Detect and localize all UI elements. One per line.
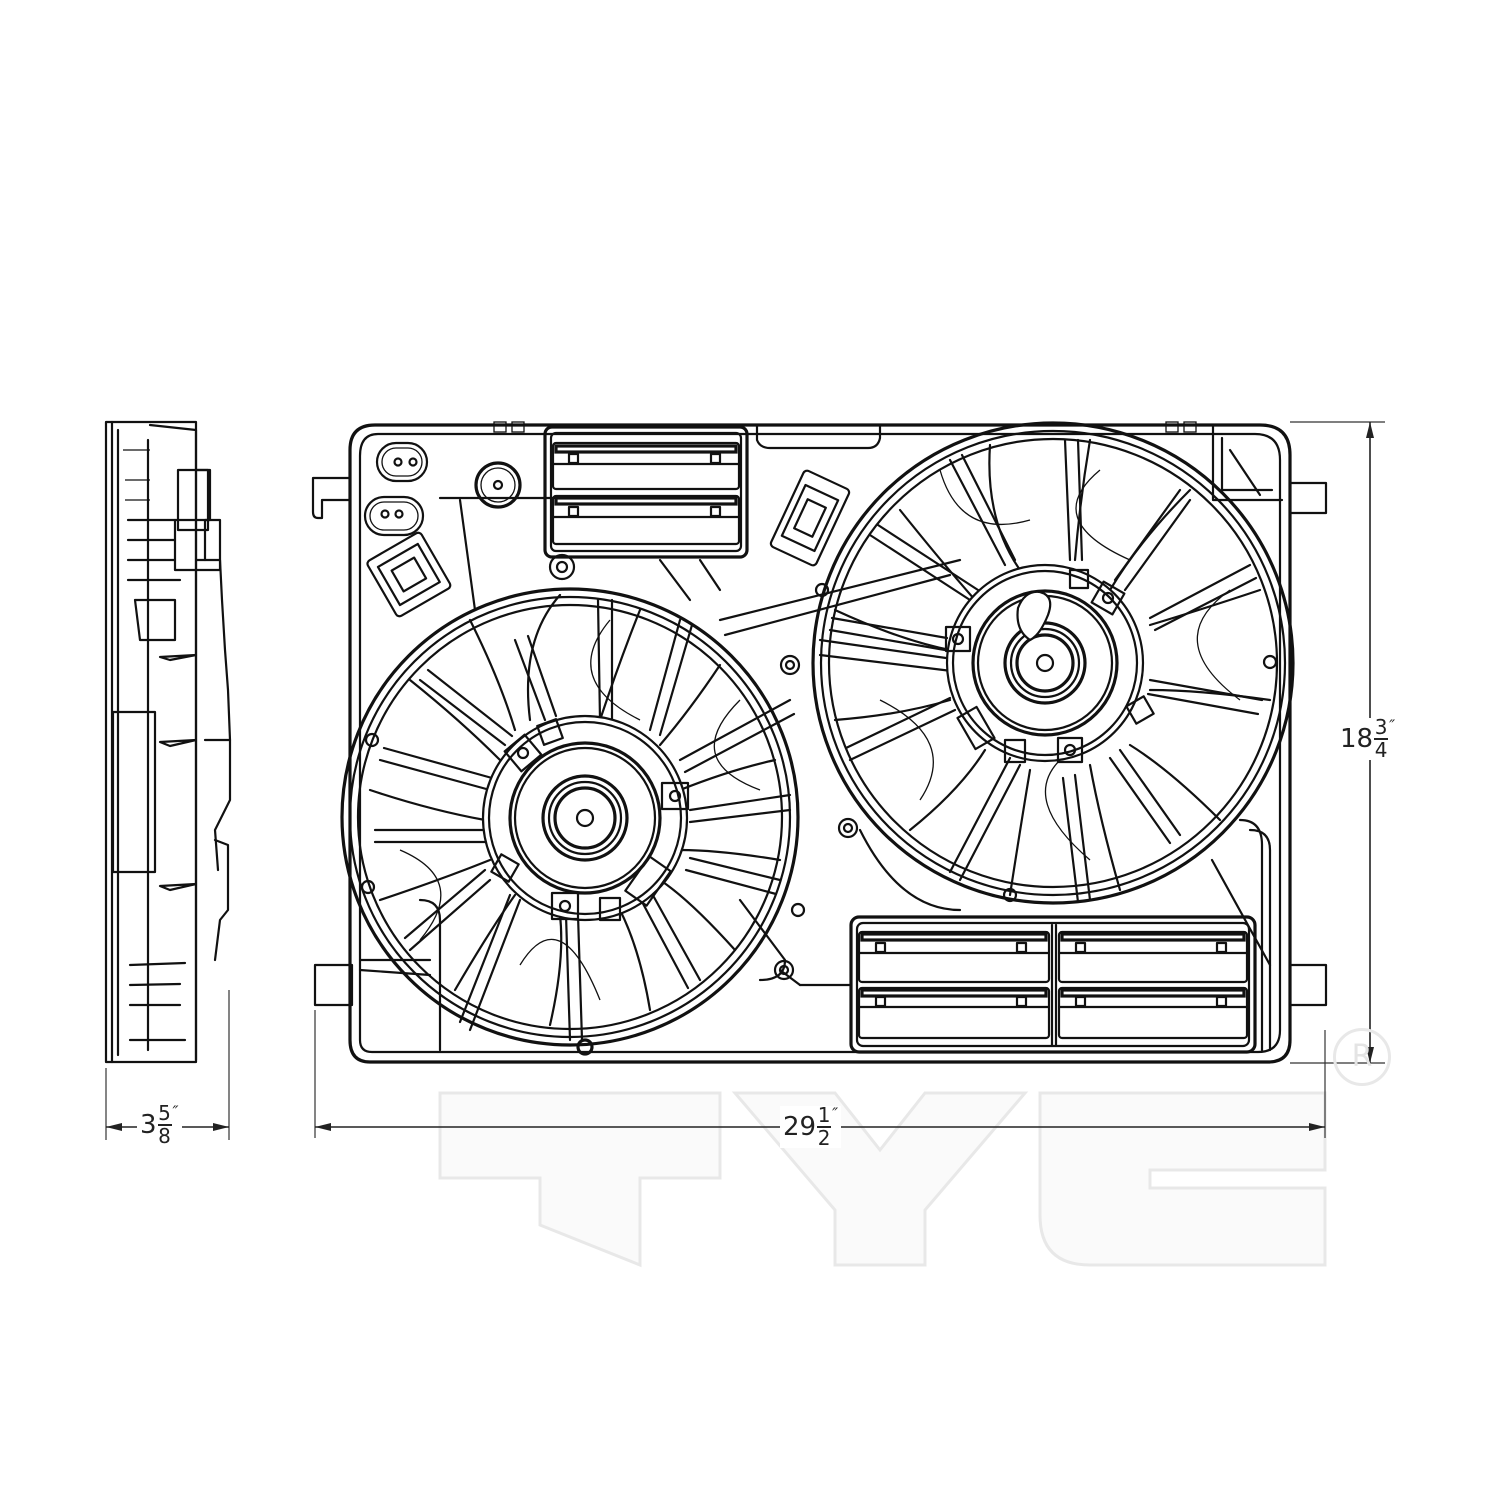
left-fan-hub-lugs	[490, 718, 690, 922]
right-fan	[811, 421, 1295, 905]
side-view	[104, 420, 232, 1064]
left-fan	[340, 587, 806, 1056]
bottom-vent-grille	[849, 915, 1257, 1054]
width-whole: 29	[783, 1111, 817, 1142]
right-fan-hub-lugs	[944, 568, 1155, 764]
left-fan-blades	[368, 593, 782, 1027]
tyc-watermark-logo	[438, 1091, 1327, 1268]
right-fan-spokes	[828, 438, 1264, 904]
depth-whole: 3	[140, 1109, 157, 1140]
registered-trademark-icon: R	[1333, 1028, 1391, 1086]
front-view-shroud	[311, 421, 1328, 1064]
left-fan-spokes	[373, 598, 796, 1042]
top-vent-grille	[543, 425, 749, 581]
height-whole: 18	[1340, 723, 1374, 754]
electrical-connectors	[363, 441, 851, 618]
